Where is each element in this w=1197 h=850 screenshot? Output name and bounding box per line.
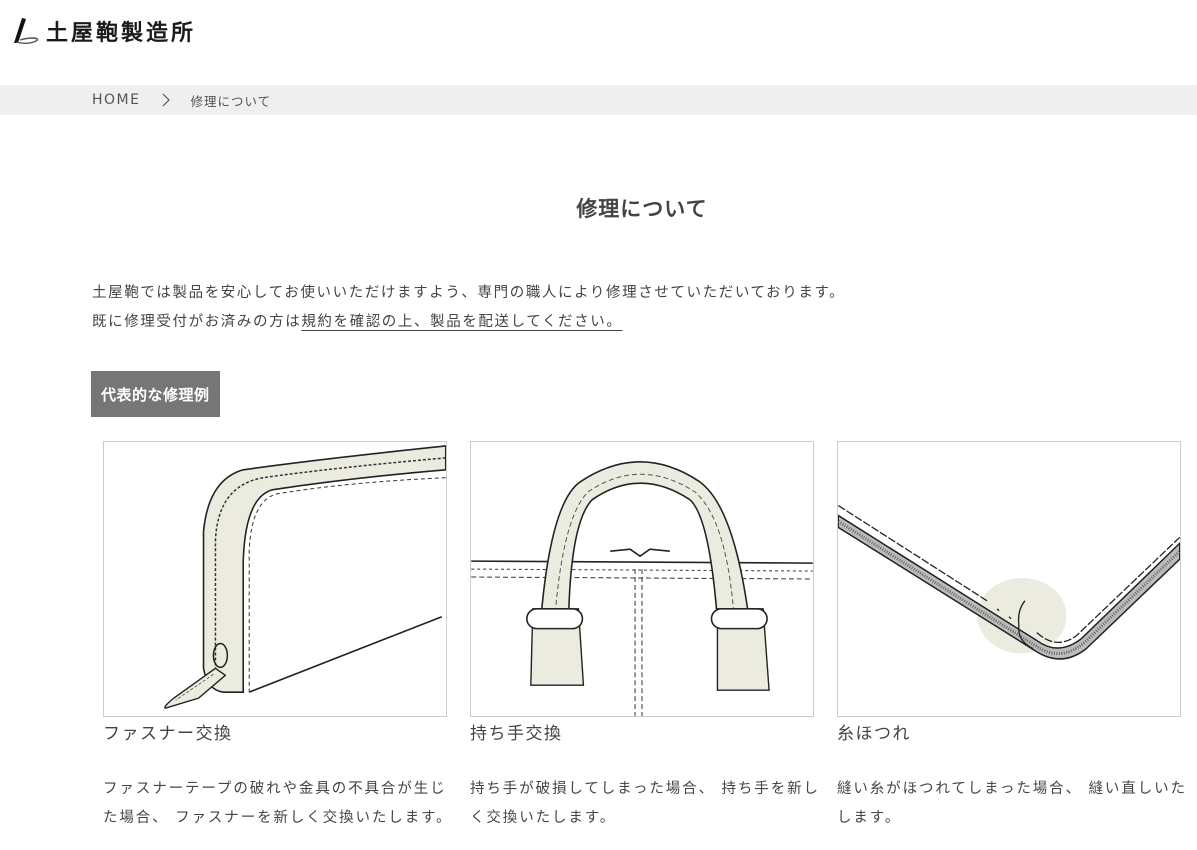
breadcrumb-home-link[interactable]: HOME [92,92,141,108]
intro-line-2: 既に修理受付がお済みの方は規約を確認の上、製品を配送してください。 [92,308,992,337]
breadcrumb-current: 修理について [190,93,272,109]
card-title: ファスナー交換 [103,724,233,744]
loose-thread-icon [838,504,1180,660]
intro-line-1: 土屋鞄では製品を安心してお使いいただけますよう、専門の職人により修理させていただ… [92,285,846,301]
card-title: 糸ほつれ [837,724,911,744]
pen-stroke-logo-icon [14,18,39,44]
terms-shipping-link[interactable]: 規約を確認の上、製品を配送してください。 [301,314,623,330]
card-title: 持ち手交換 [470,724,563,744]
intro-text: 土屋鞄では製品を安心してお使いいただけますよう、専門の職人により修理させていただ… [92,279,992,337]
zipper-wallet-illustration [103,441,447,717]
loose-thread-illustration [837,441,1181,717]
bag-handle-icon [471,461,813,716]
logo-text: 土屋鞄製造所 [46,20,197,46]
repair-card-thread: 糸ほつれ 縫い糸がほつれてしまった場合、 縫い直しいたします。 [837,441,1185,832]
chevron-right-icon [163,93,171,107]
page-title: 修理について [576,197,708,221]
site-header: 土屋鞄製造所 [0,0,1197,85]
breadcrumb: HOME 修理について [0,85,1197,115]
site-logo[interactable]: 土屋鞄製造所 [8,14,196,48]
repair-card-handle: 持ち手交換 持ち手が破損してしまった場合、 持ち手を新しく交換いたします。 [470,441,818,832]
card-description: ファスナーテープの破れや金具の不具合が生じた場合、 ファスナーを新しく交換いたし… [103,781,453,826]
card-description: 縫い糸がほつれてしまった場合、 縫い直しいたします。 [837,781,1187,826]
intro-line-2-prefix: 既に修理受付がお済みの方は [92,314,302,330]
repair-card-zipper: ファスナー交換 ファスナーテープの破れや金具の不具合が生じた場合、 ファスナーを… [103,441,451,832]
bag-handle-illustration [470,441,814,717]
section-label: 代表的な修理例 [91,371,220,417]
zipper-wallet-icon [164,445,446,709]
card-description: 持ち手が破損してしまった場合、 持ち手を新しく交換いたします。 [470,781,820,826]
